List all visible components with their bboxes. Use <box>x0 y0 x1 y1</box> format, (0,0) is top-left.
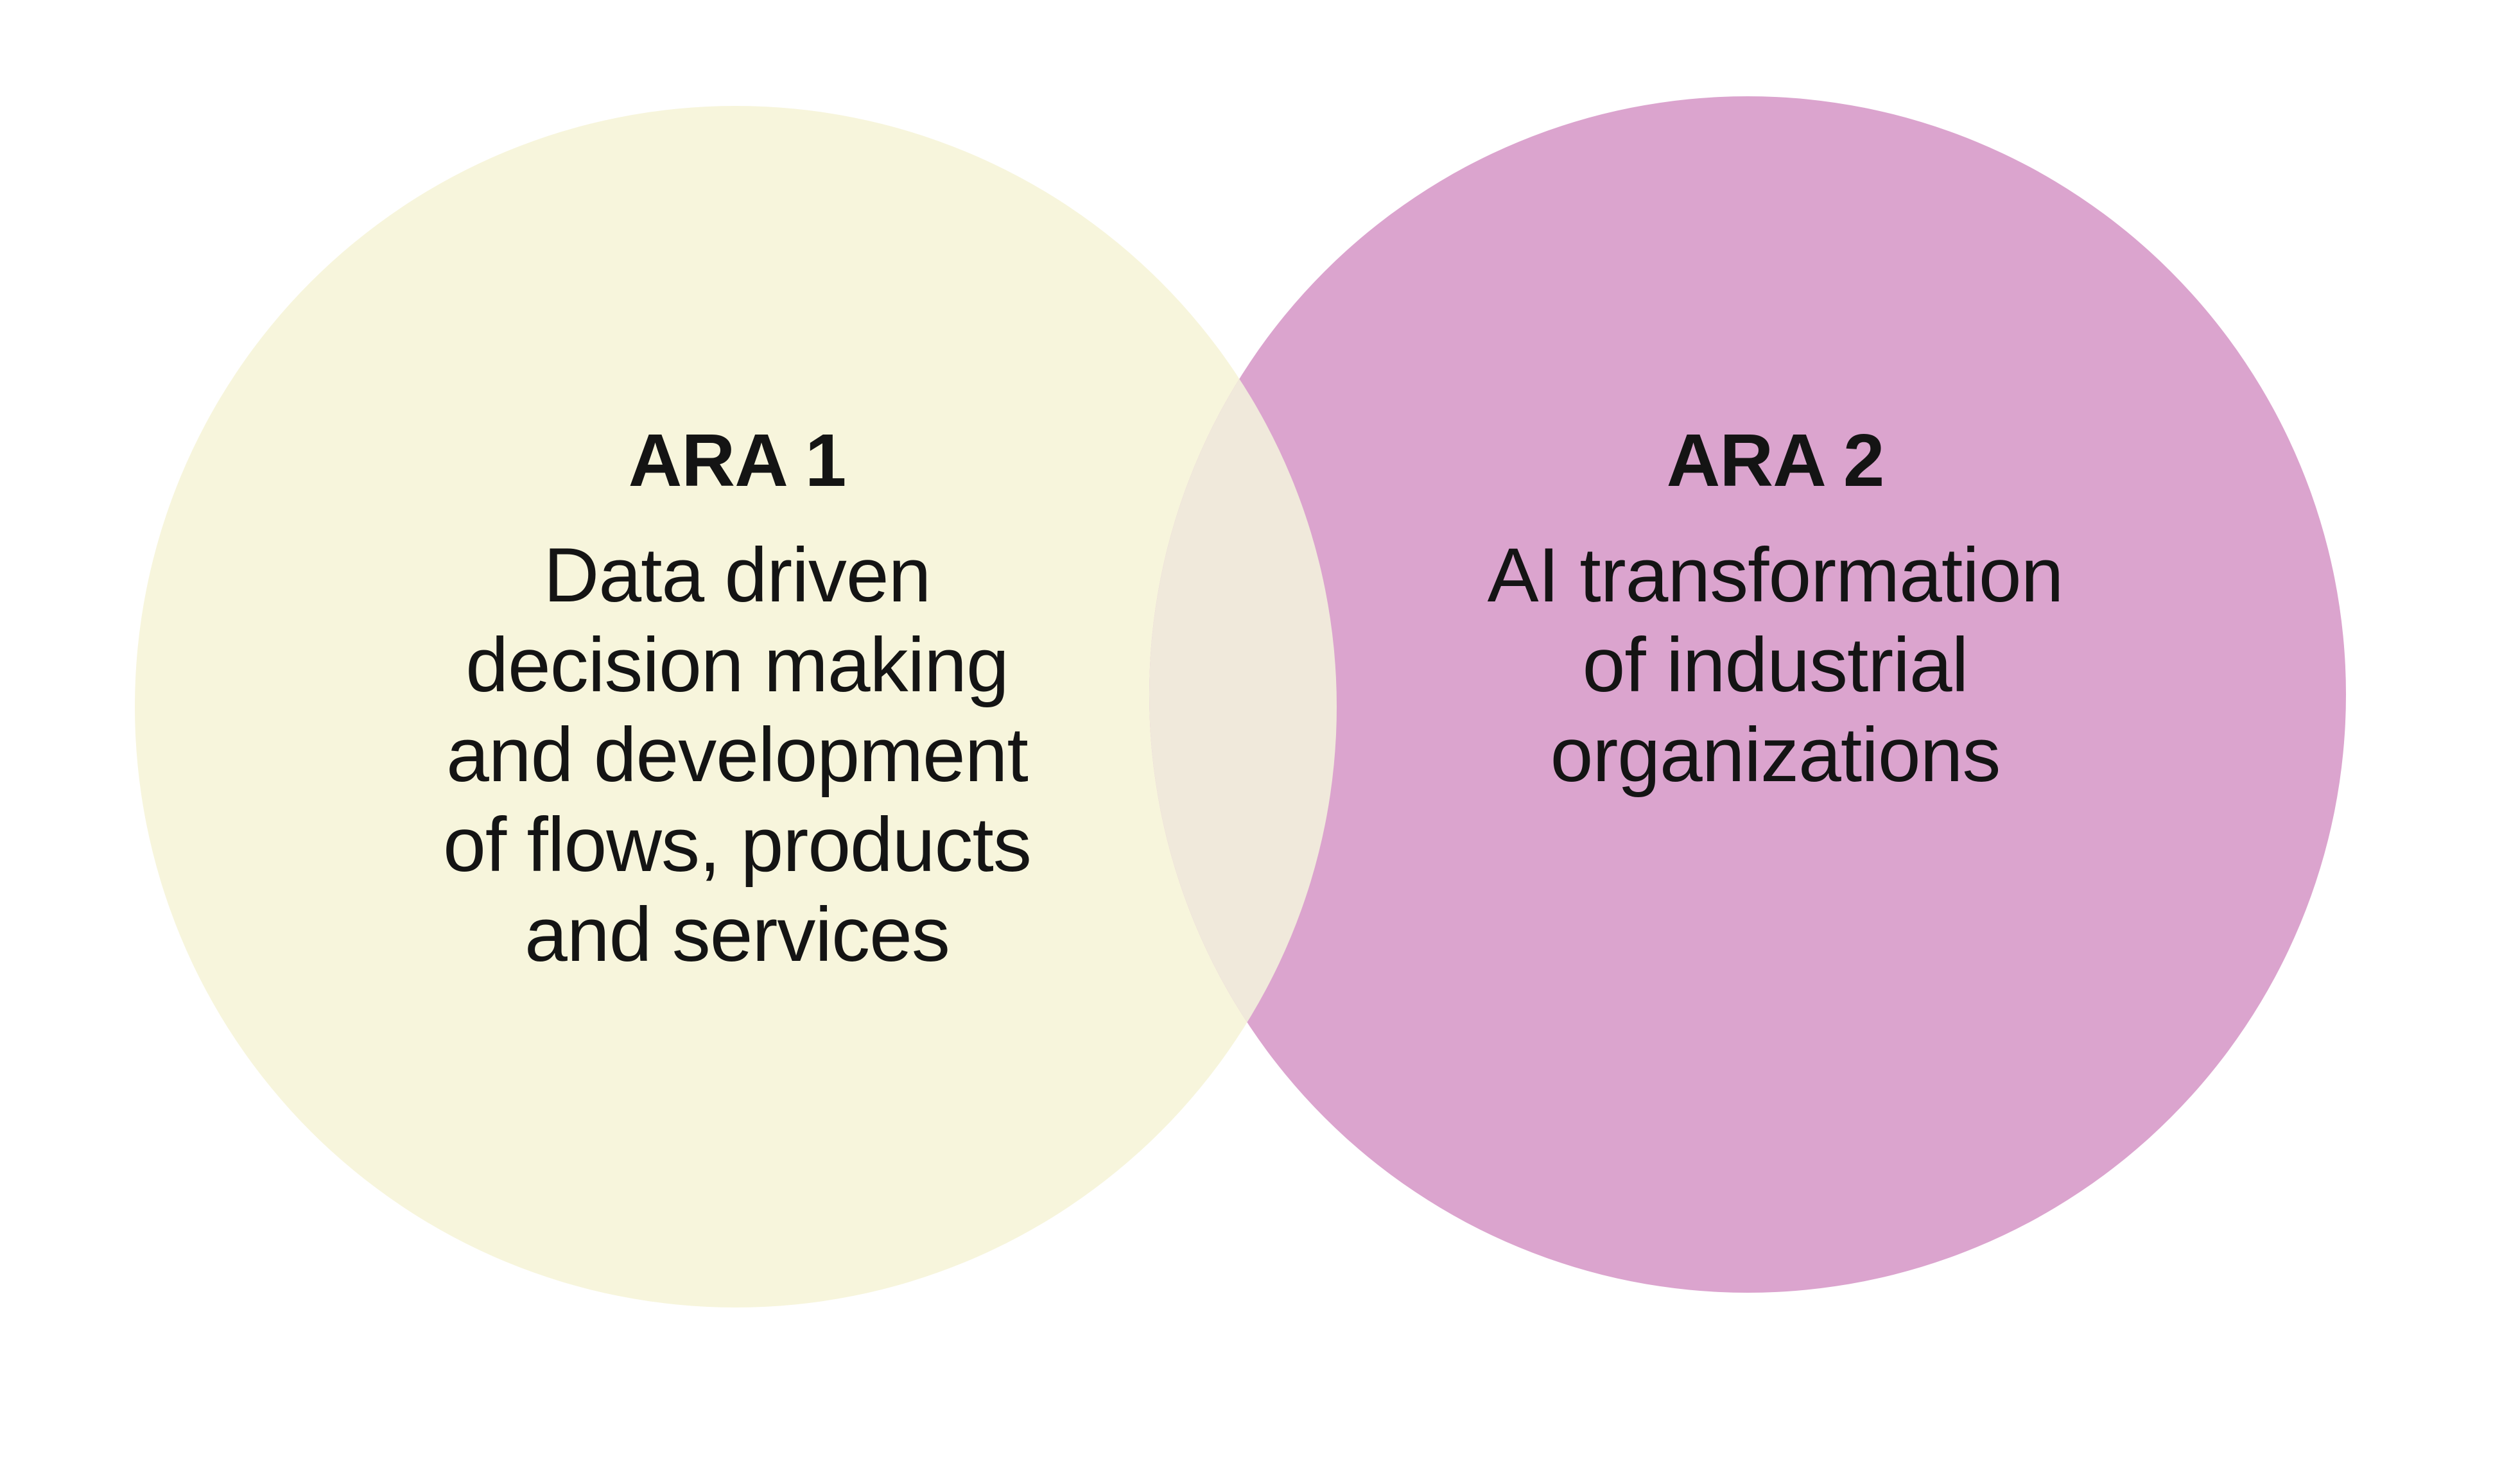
ara1-desc-line-1: Data driven <box>543 532 932 618</box>
ara1-desc-line-5: and services <box>525 892 950 978</box>
ara1-description: Data driven decision making and developm… <box>443 530 1032 979</box>
ara1-title: ARA 1 <box>628 418 847 502</box>
ara1-circle <box>135 106 1337 1307</box>
ara1-desc-line-4: of flows, products <box>443 802 1032 888</box>
ara2-desc-line-2: of industrial <box>1582 622 1969 708</box>
ara1-desc-line-2: decision making <box>465 622 1009 708</box>
ara1-desc-line-3: and development <box>446 712 1029 798</box>
ara2-text-block: ARA 2 AI transformation of industrial or… <box>1487 412 2064 800</box>
ara1-text-block: ARA 1 Data driven decision making and de… <box>443 412 1032 979</box>
ara2-description: AI transformation of industrial organiza… <box>1487 530 2064 800</box>
ara2-title: ARA 2 <box>1666 418 1885 502</box>
ara2-desc-line-1: AI transformation <box>1487 532 2064 618</box>
ara2-desc-line-3: organizations <box>1550 712 2001 798</box>
ara2-circle <box>1149 96 2346 1293</box>
